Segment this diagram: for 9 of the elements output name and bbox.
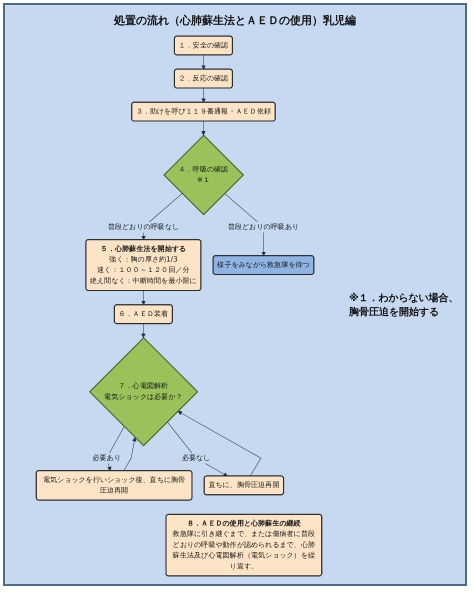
arrow	[141, 290, 146, 306]
arrow	[178, 411, 262, 476]
title: 処置の流れ（心肺蘇生法とＡＥＤの使用）乳児編	[114, 13, 356, 28]
arrow	[141, 324, 146, 338]
arrow	[201, 121, 206, 136]
arrow	[201, 88, 206, 103]
note: ※１．わからない場合、胸骨圧迫を開始する	[349, 292, 460, 320]
arrow	[123, 437, 136, 472]
arrow	[201, 54, 206, 70]
